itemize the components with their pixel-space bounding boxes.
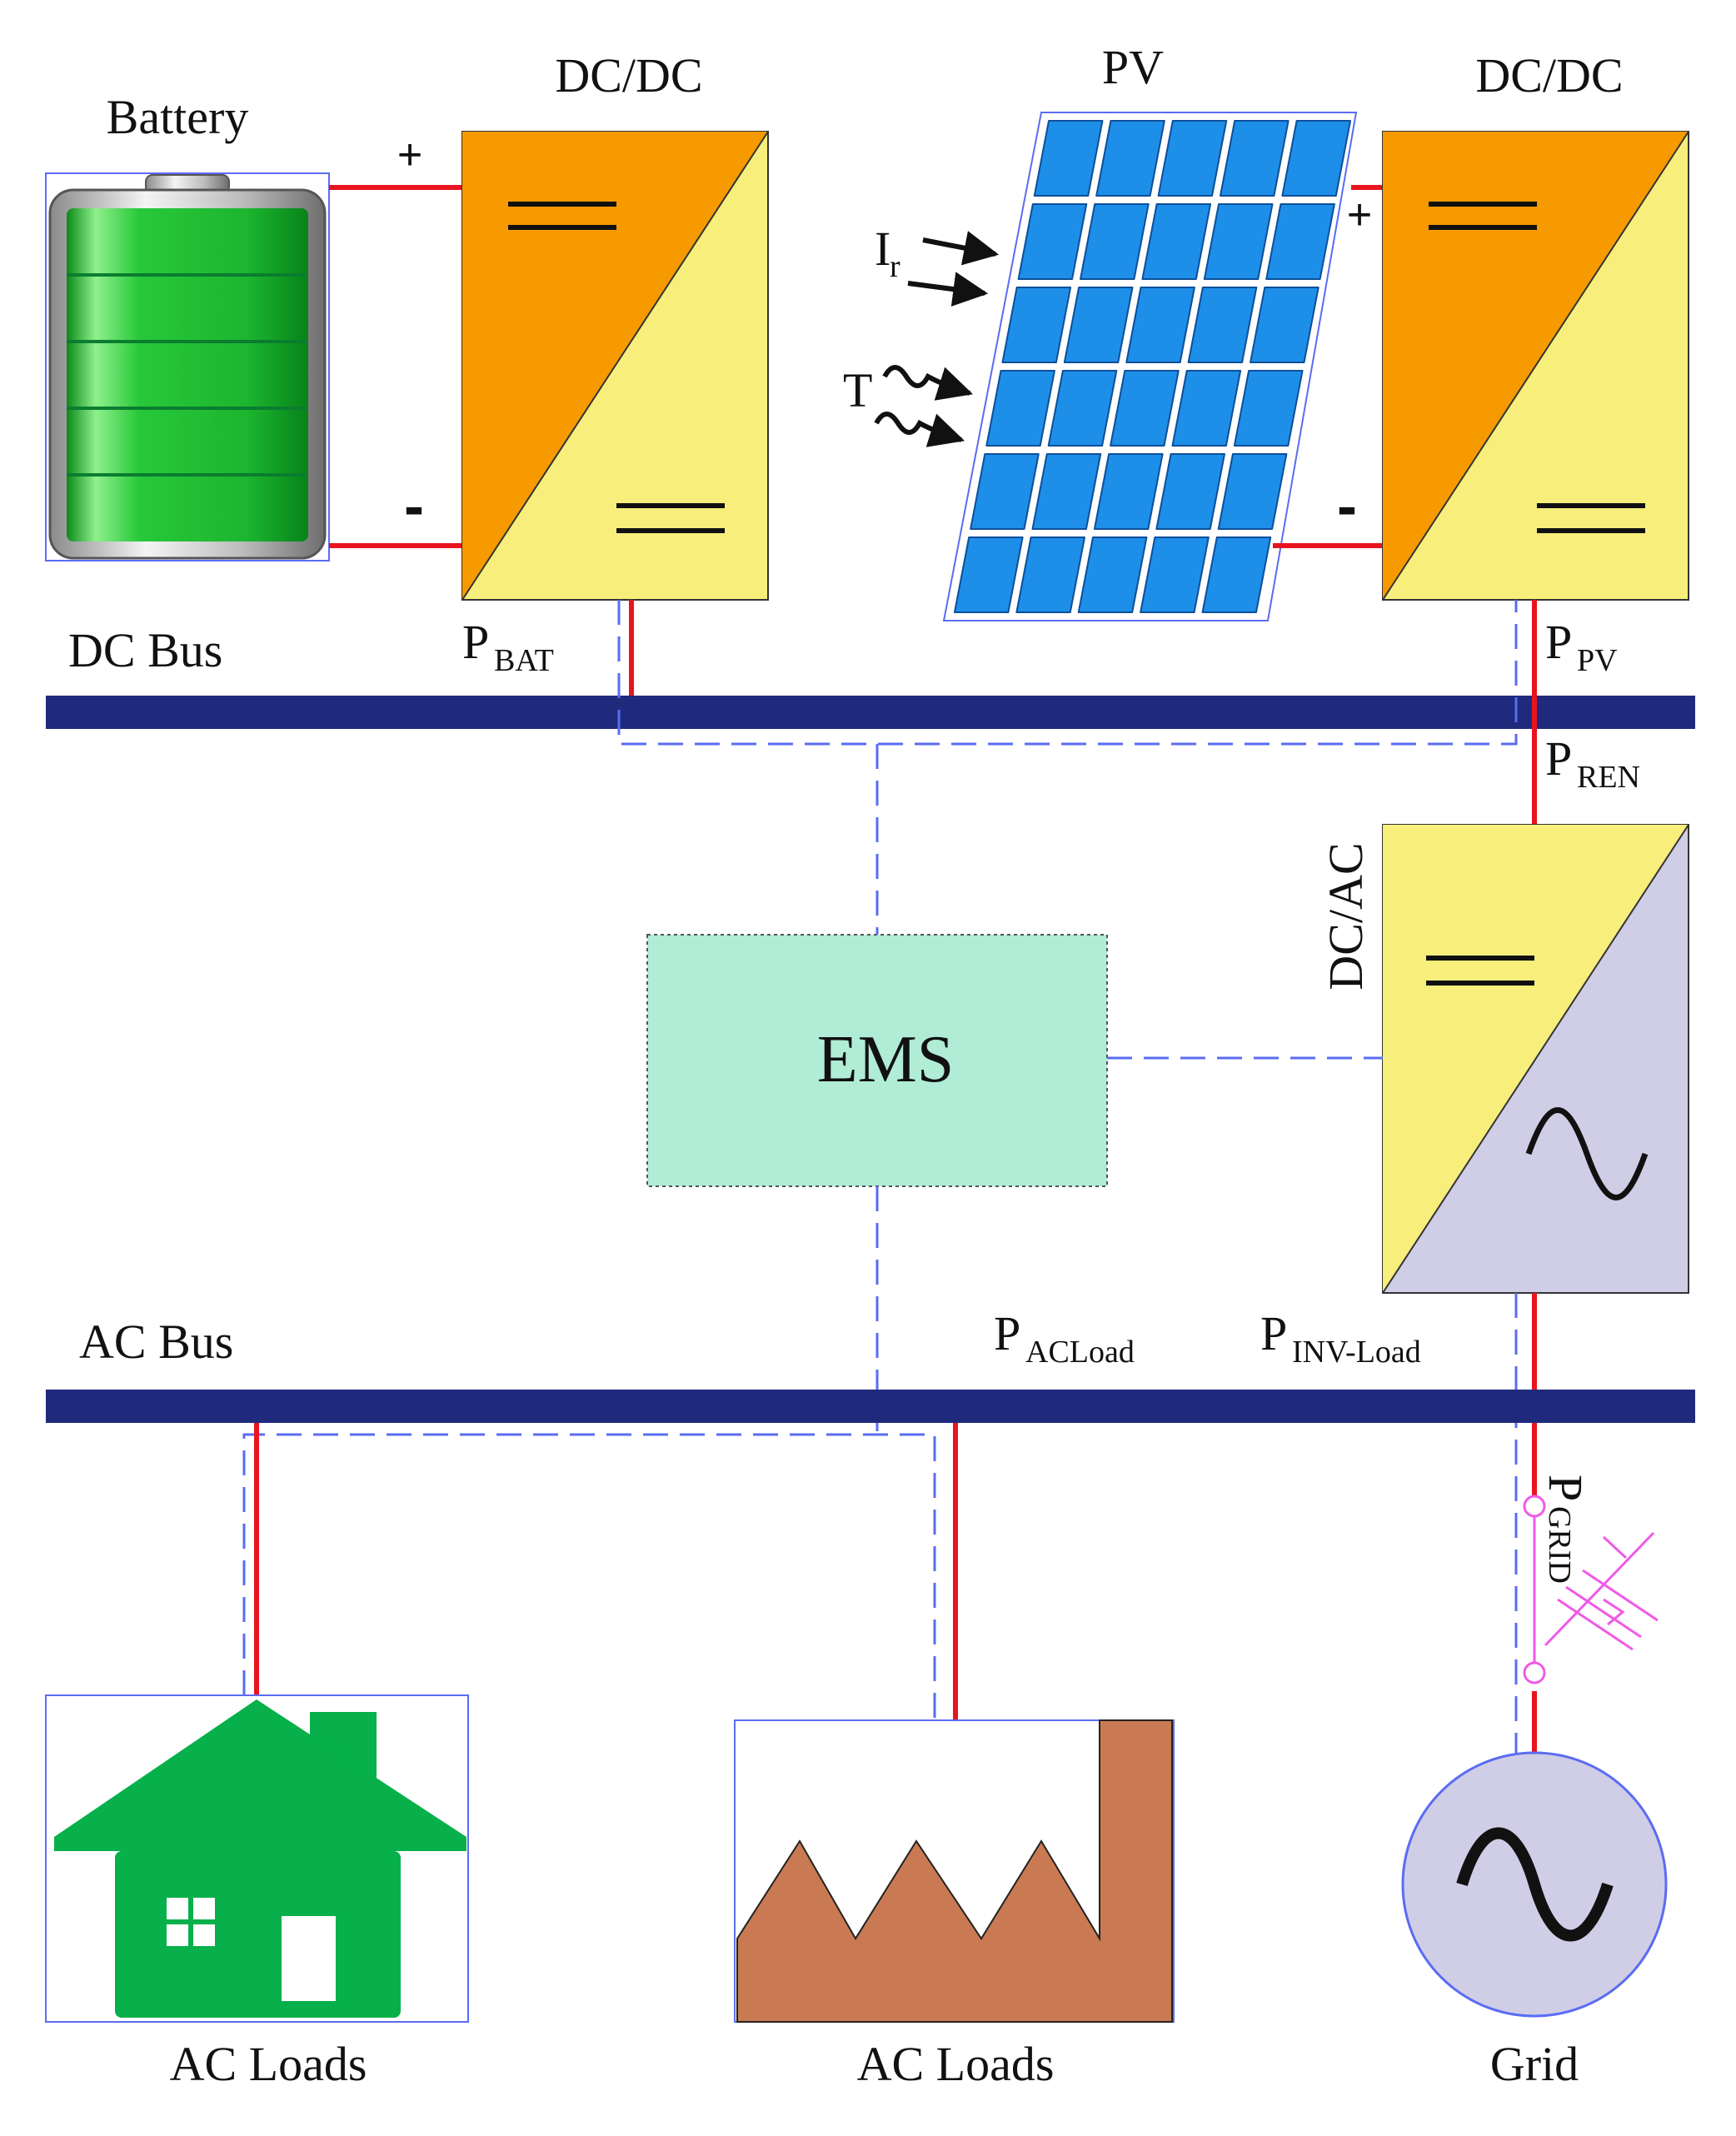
p-pv-subscript: PV [1577,643,1618,678]
pv-cell [1125,287,1195,363]
power-label-acload: P ACLoad [994,1306,1135,1370]
power-label-grid: P GRID [1539,1475,1593,1584]
temperature-wave-2 [874,412,965,447]
p-ren-subscript: REN [1577,760,1640,795]
power-label-bat: P BAT [462,615,554,678]
ems-label: EMS [817,1023,955,1096]
pv-cell [1033,120,1104,197]
dcac-inverter [1382,824,1689,1294]
irradiance-indicator: I r [875,222,1000,307]
battery [45,172,330,561]
dcdc-converter-battery [461,131,769,601]
pv-cell [1171,370,1242,447]
p-ren-symbol: P [1545,731,1572,786]
dcac-label: DC/AC [1319,842,1373,990]
pv-cell [1265,203,1335,280]
p-acload-symbol: P [994,1306,1020,1360]
pv-cell [1110,370,1180,447]
pv-cell [1140,536,1210,613]
pv-cell [1001,287,1072,363]
ac-bus-label: AC Bus [79,1315,233,1369]
p-grid-subscript: GRID [1542,1506,1577,1584]
battery-cell-dividers [67,273,308,477]
pv-cell [953,536,1024,613]
pv-minus-sign: - [1337,473,1357,540]
pv-panel [942,112,1358,621]
battery-label: Battery [107,90,249,144]
home-load-icon [45,1694,469,2023]
pv-cell [1187,287,1258,363]
power-label-ren: P REN [1545,731,1640,795]
grid-label: Grid [1490,2037,1579,2091]
pv-cell [1219,120,1290,197]
battery-minus-sign: - [404,473,424,540]
factory-load-icon [734,1719,1175,2023]
pv-cell [1015,536,1086,613]
pv-plus-sign: + [1347,191,1372,239]
p-invload-subscript: INV-Load [1292,1335,1421,1370]
battery-plus-sign: + [397,131,422,179]
pv-cell [1080,203,1150,280]
power-label-pv: P PV [1545,615,1618,678]
ems-block [646,934,1108,1187]
p-invload-symbol: P [1260,1306,1287,1360]
pv-cell [1063,287,1134,363]
temperature-symbol: T [843,363,872,417]
pv-cell [1281,120,1352,197]
dc-bus [46,696,1695,729]
p-grid-symbol: P [1539,1475,1593,1501]
irradiance-subscript: r [890,249,900,284]
p-pv-symbol: P [1545,615,1572,669]
pv-cell [1077,536,1148,613]
pv-cell [985,370,1055,447]
pv-label: PV [1102,40,1164,94]
pv-cell [1095,120,1165,197]
ac-bus [46,1390,1695,1423]
temperature-wave-1 [882,365,974,401]
temperature-indicator: T [843,363,974,447]
pv-cell [1031,453,1102,530]
dcdc-converter-pv [1382,131,1689,601]
pv-cell [1203,203,1274,280]
irradiance-arrow-1 [922,231,1000,266]
p-acload-subscript: ACLoad [1025,1335,1135,1370]
pv-cell [1141,203,1212,280]
p-bat-symbol: P [462,615,489,669]
p-bat-subscript: BAT [494,643,554,678]
pv-cell [1233,370,1304,447]
pv-cell [1155,453,1225,530]
irradiance-arrow-2 [907,272,989,307]
irradiance-symbol: I [875,222,890,276]
grid-breaker-switch [1523,1495,1659,1684]
pv-cell [1250,287,1319,363]
pv-cell [1201,536,1272,613]
power-label-invload: P INV-Load [1260,1306,1421,1370]
dcdc-right-label: DC/DC [1475,48,1623,102]
pv-cell [1017,203,1088,280]
pv-cell [1093,453,1164,530]
dc-bus-label: DC Bus [68,623,222,677]
grid-ac-wave-icon [1456,1827,1614,1942]
pv-cell [1047,370,1118,447]
inverter-ac-wave-icon [1525,1107,1649,1200]
ac-loads-home-label: AC Loads [170,2037,367,2091]
dcdc-left-label: DC/DC [555,48,702,102]
pv-cell [1157,120,1228,197]
pv-cell [1217,453,1288,530]
grid-source [1401,1751,1668,2018]
pv-cells [953,120,1352,613]
pv-cell [970,453,1040,530]
ac-loads-factory-label: AC Loads [857,2037,1055,2091]
